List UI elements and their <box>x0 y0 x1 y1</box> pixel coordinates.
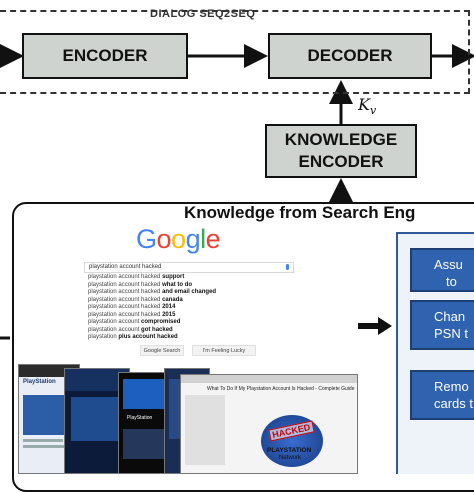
screenshot-3-label: PlayStation <box>127 415 153 421</box>
knowledge-encoder-line2: ENCODER <box>298 152 384 171</box>
suggestion-item: playstation plus account hacked <box>88 334 178 340</box>
kv-label: Kv <box>358 95 377 118</box>
knowledge-encoder-line1: KNOWLEDGE <box>284 130 398 149</box>
google-logo-letter: o <box>171 224 186 254</box>
encoder-label: ENCODER <box>62 46 148 65</box>
decoder-block: DECODER <box>268 33 432 79</box>
screenshot-article: What To Do If My Playstation Account Is … <box>180 374 358 474</box>
suggestion-item: playstation account hacked canada <box>88 296 183 303</box>
dialog-seq2seq-box: DIALOG SEQ2SEQ <box>0 8 470 94</box>
google-logo-letter: G <box>136 224 157 254</box>
article-title: What To Do If My Playstation Account Is … <box>207 386 355 392</box>
knowledge-panel-title: Knowledge from Search Eng <box>184 203 416 222</box>
mic-icon <box>286 264 289 270</box>
right-arrow-icon <box>358 317 392 335</box>
google-search-button: Google Search <box>140 345 184 356</box>
google-logo-letter: g <box>185 224 201 254</box>
suggestion-item: playstation account hacked 2014 <box>88 304 176 310</box>
ps-logo-line2: Network <box>279 455 302 461</box>
feeling-lucky-button: I'm Feeling Lucky <box>192 345 256 356</box>
suggestion-item: playstation account compromised <box>88 319 181 325</box>
google-logo: Google <box>136 224 221 255</box>
screenshot-1-label: PlayStation <box>23 379 56 385</box>
ps-logo-line1: PLAYSTATION <box>267 447 312 454</box>
knowledge-encoder-block: KNOWLEDGE ENCODER <box>265 124 417 178</box>
suggestion-item: playstation account hacked 2015 <box>88 311 176 318</box>
google-logo-letter: o <box>156 224 172 254</box>
suggestion-item: playstation account hacked and email cha… <box>88 289 217 295</box>
screenshot-collage: PlayStation PlayStation What To Do If My… <box>18 364 358 474</box>
dialog-seq2seq-label: DIALOG SEQ2SEQ <box>150 8 256 20</box>
google-search-input: playstation account hacked <box>84 262 294 273</box>
suggestion-item: playstation account hacked support <box>88 274 185 280</box>
google-search-screenshot <box>84 222 294 362</box>
google-logo-letter: l <box>200 224 206 254</box>
suggestion-item: playstation account hacked what to do <box>88 281 193 288</box>
suggestion-item: playstation account got hacked <box>88 326 173 333</box>
encoder-block: ENCODER <box>22 33 188 79</box>
google-logo-letter: e <box>205 224 221 254</box>
decoder-label: DECODER <box>307 46 393 65</box>
